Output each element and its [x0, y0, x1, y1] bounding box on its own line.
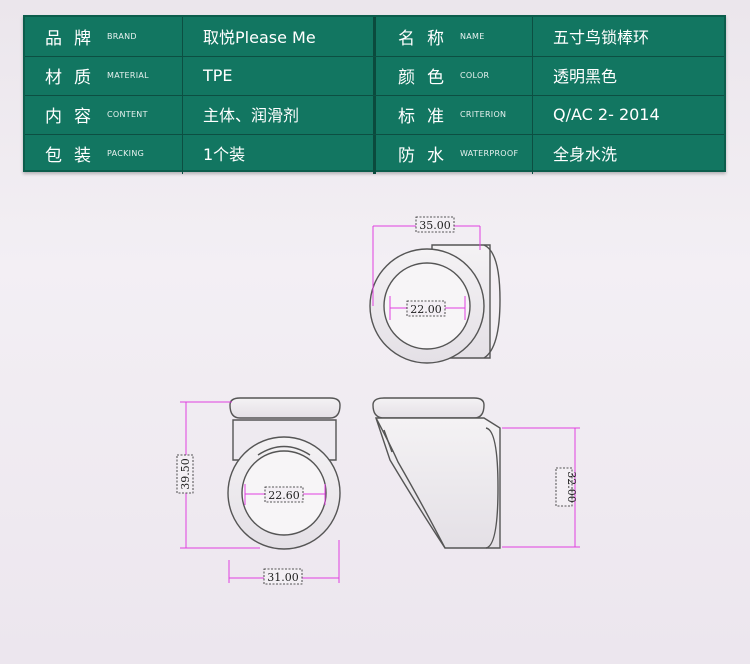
- spec-label: 防水 WATERPROOF: [398, 134, 518, 172]
- spec-label: 标准 CRITERION: [398, 95, 506, 133]
- label-cn: 名称: [398, 28, 456, 49]
- front-view-inner-curve: [257, 445, 311, 456]
- spec-row: 内容 CONTENT 主体、润滑剂 标准 CRITERION Q/AC 2- 2…: [25, 95, 724, 135]
- dim-label-box: [263, 568, 303, 585]
- spec-value: 五寸鸟锁棒环: [553, 28, 650, 47]
- side-view: [372, 397, 501, 549]
- dim-front-width: 31.00: [267, 571, 299, 584]
- spec-label: 包装 PACKING: [45, 134, 144, 172]
- dim-top-inner: 22.00: [410, 303, 442, 316]
- side-view-body: [375, 417, 501, 549]
- label-en: COLOR: [460, 70, 490, 80]
- dim-label-box: [406, 300, 446, 317]
- label-en: CONTENT: [107, 109, 148, 119]
- label-en: CRITERION: [460, 109, 507, 119]
- label-cn: 品牌: [45, 28, 103, 49]
- label-cn: 防水: [398, 145, 456, 166]
- spec-row: 包装 PACKING 1个装 防水 WATERPROOF 全身水洗: [25, 134, 724, 173]
- side-height-dimension: [502, 427, 580, 548]
- side-view-top-rim: [372, 397, 485, 419]
- spec-row: 品牌 BRAND 取悦Please Me 名称 NAME 五寸鸟锁棒环: [25, 17, 724, 57]
- dim-label-box: [415, 216, 455, 233]
- dim-front-height: 39.50: [179, 458, 192, 490]
- label-en: NAME: [460, 31, 485, 41]
- spec-label: 材质 MATERIAL: [45, 56, 149, 94]
- label-en: BRAND: [107, 31, 137, 41]
- front-view: [227, 397, 341, 550]
- spec-label: 颜色 COLOR: [398, 56, 489, 94]
- label-cn: 包装: [45, 145, 103, 166]
- spec-table: 品牌 BRAND 取悦Please Me 名称 NAME 五寸鸟锁棒环 材质 M…: [23, 15, 726, 174]
- label-cn: 材质: [45, 67, 103, 88]
- spec-value: Q/AC 2- 2014: [553, 104, 660, 124]
- spec-value: 透明黑色: [553, 67, 618, 86]
- label-cn: 内容: [45, 106, 103, 127]
- label-en: PACKING: [107, 148, 145, 158]
- spec-value: 全身水洗: [553, 145, 618, 164]
- spec-value: TPE: [203, 65, 233, 85]
- side-view-inner-line: [383, 429, 393, 453]
- front-view-top-rim: [229, 397, 341, 419]
- label-cn: 颜色: [398, 67, 456, 88]
- spec-value: 取悦Please Me: [203, 28, 316, 47]
- dim-label-box: [555, 467, 573, 507]
- dim-label-box: [176, 454, 194, 494]
- dim-label-box: [264, 486, 304, 503]
- dim-side-height: 32.00: [565, 471, 578, 503]
- side-view-lip: [485, 427, 499, 549]
- label-en: WATERPROOF: [460, 148, 519, 158]
- label-cn: 标准: [398, 106, 456, 127]
- spec-label: 名称 NAME: [398, 17, 485, 55]
- spec-label: 内容 CONTENT: [45, 95, 148, 133]
- top-view-lip: [483, 244, 501, 359]
- spec-label: 品牌 BRAND: [45, 17, 137, 55]
- label-en: MATERIAL: [107, 70, 149, 80]
- spec-row: 材质 MATERIAL TPE 颜色 COLOR 透明黑色: [25, 56, 724, 96]
- dim-front-inner: 22.60: [268, 489, 300, 502]
- spec-value: 主体、润滑剂: [203, 106, 300, 125]
- spec-value: 1个装: [203, 145, 246, 164]
- dim-top-width: 35.00: [419, 219, 451, 232]
